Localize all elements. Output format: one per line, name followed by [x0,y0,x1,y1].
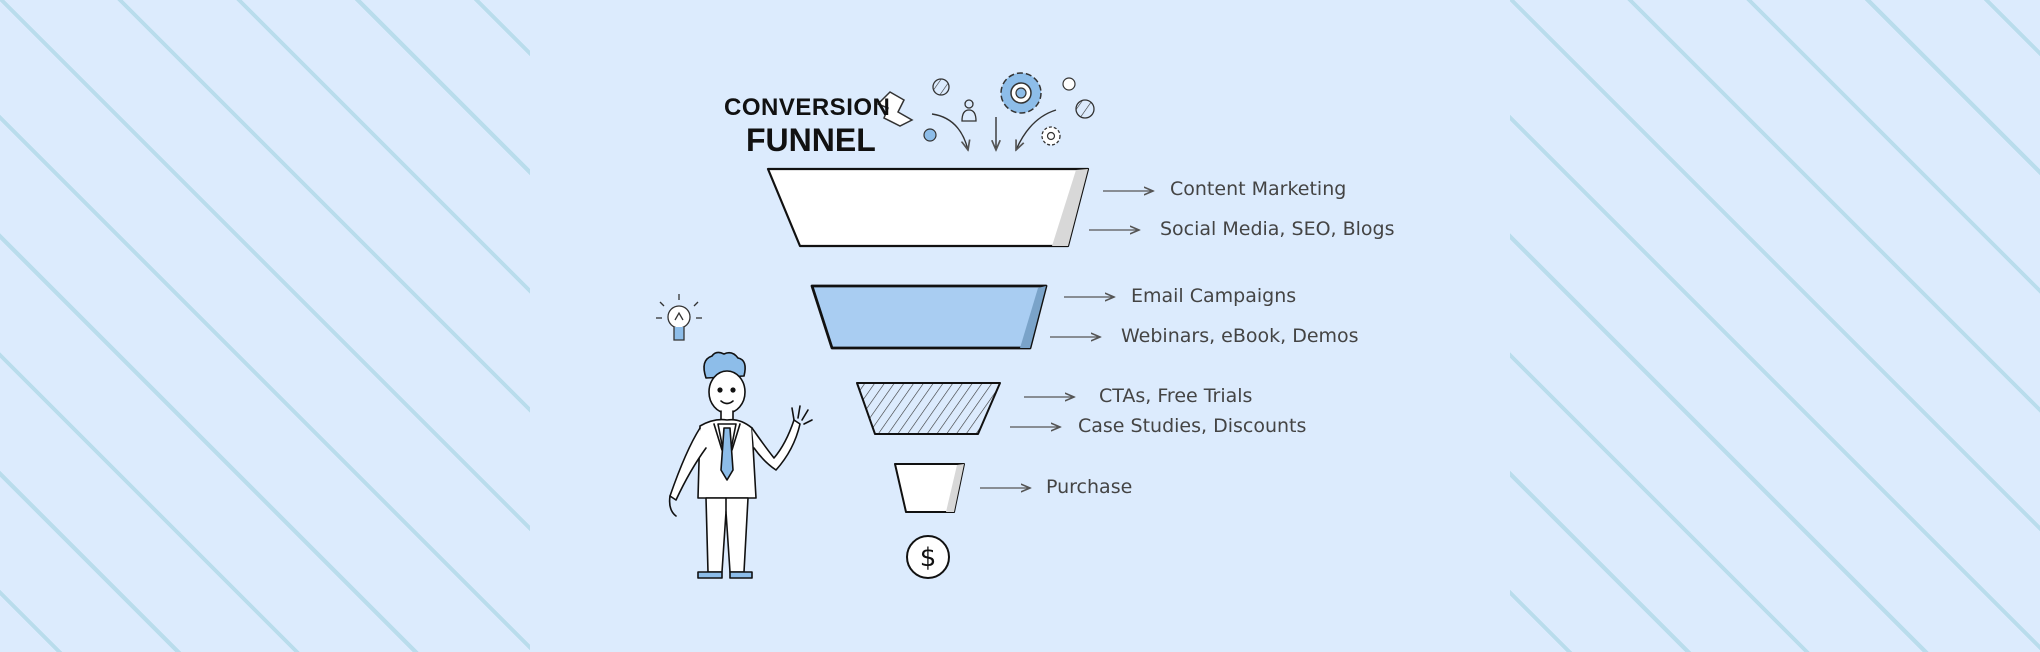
stage-2-label-1: Email Campaigns [1131,285,1297,307]
dollar-coin-icon: $ [906,535,950,579]
businessman-illustration [668,351,813,579]
title-line-2: FUNNEL [746,122,876,158]
circle-icon-3 [1075,99,1095,119]
stage-1-label-1: Content Marketing [1170,178,1347,200]
circle-icon-2 [1062,77,1076,91]
stage-2-label-2: Webinars, eBook, Demos [1121,325,1359,347]
blue-dot-icon [923,128,937,142]
svg-text:$: $ [920,543,937,573]
stage-3-label-1: CTAs, Free Trials [1099,385,1253,407]
input-arrows [931,109,1057,150]
funnel-stage-2 [810,284,1048,350]
title-line-1: CONVERSION [724,94,891,121]
user-icon [961,99,977,122]
label-arrows [980,191,1153,488]
background-stripes-right [1510,0,2040,652]
stage-1-label-2: Social Media, SEO, Blogs [1160,218,1395,240]
stage-4-label-1: Purchase [1046,476,1133,498]
funnel-stage-4 [894,463,965,513]
gear-icon [1000,72,1042,114]
background-stripes-left [0,0,530,652]
lightbulb-icon [656,294,702,341]
circle-icon-1 [932,78,950,96]
funnel-stage-1 [766,167,1090,248]
small-gear-icon [1041,126,1061,146]
puzzle-icon [876,91,914,127]
funnel-stage-3 [856,382,1001,435]
stage-3-label-2: Case Studies, Discounts [1078,415,1307,437]
